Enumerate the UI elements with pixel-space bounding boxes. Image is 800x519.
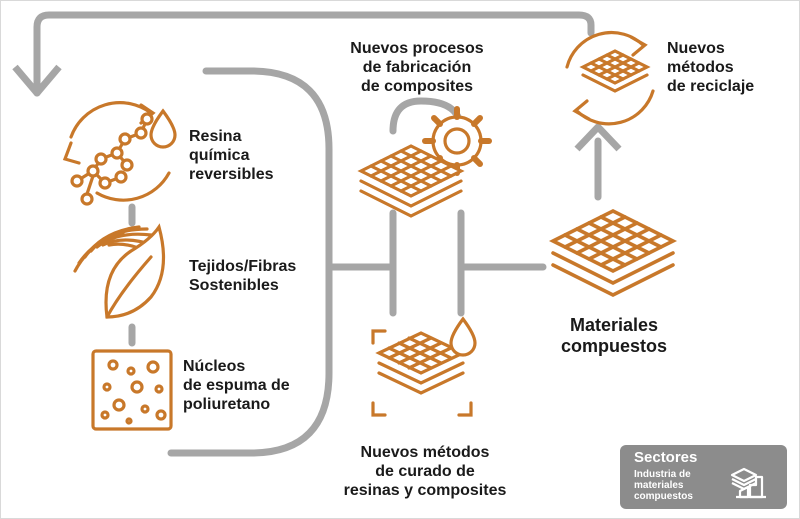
label-resina: Resina química reversibles bbox=[189, 128, 274, 183]
label-tejidos: Tejidos/Fibras Sostenibles bbox=[189, 258, 297, 294]
droplet-mesh-icon bbox=[371, 316, 477, 417]
label-materiales: Materiales compuestos bbox=[560, 315, 668, 356]
sectores-description: Industria de materiales compuestos bbox=[634, 469, 693, 502]
connectors bbox=[33, 11, 602, 457]
molecule-cycle-icon bbox=[62, 101, 177, 206]
factory-icon bbox=[730, 467, 766, 499]
sectores-title: Sectores bbox=[634, 449, 698, 466]
label-reciclaje: Nuevos métodos de reciclaje bbox=[667, 40, 755, 95]
gear-mesh-icon bbox=[357, 106, 492, 218]
label-procesos: Nuevos procesos de fabricación de compos… bbox=[350, 40, 484, 95]
loop-left-connector bbox=[167, 67, 333, 457]
loop-top-connector bbox=[33, 11, 595, 97]
recycle-mesh-icon bbox=[565, 30, 655, 126]
leaf-fibers-icon bbox=[73, 223, 166, 319]
foam-core-icon bbox=[91, 349, 173, 431]
label-nucleos: Núcleos de espuma de poliuretano bbox=[183, 358, 290, 413]
arrow-up-head bbox=[574, 123, 622, 152]
sectores-badge: Sectores Industria de materiales compues… bbox=[620, 445, 787, 509]
label-curado: Nuevos métodos de curado de resinas y co… bbox=[343, 444, 507, 499]
mesh-layers-icon bbox=[548, 208, 678, 298]
arrow-down-head bbox=[12, 64, 62, 97]
